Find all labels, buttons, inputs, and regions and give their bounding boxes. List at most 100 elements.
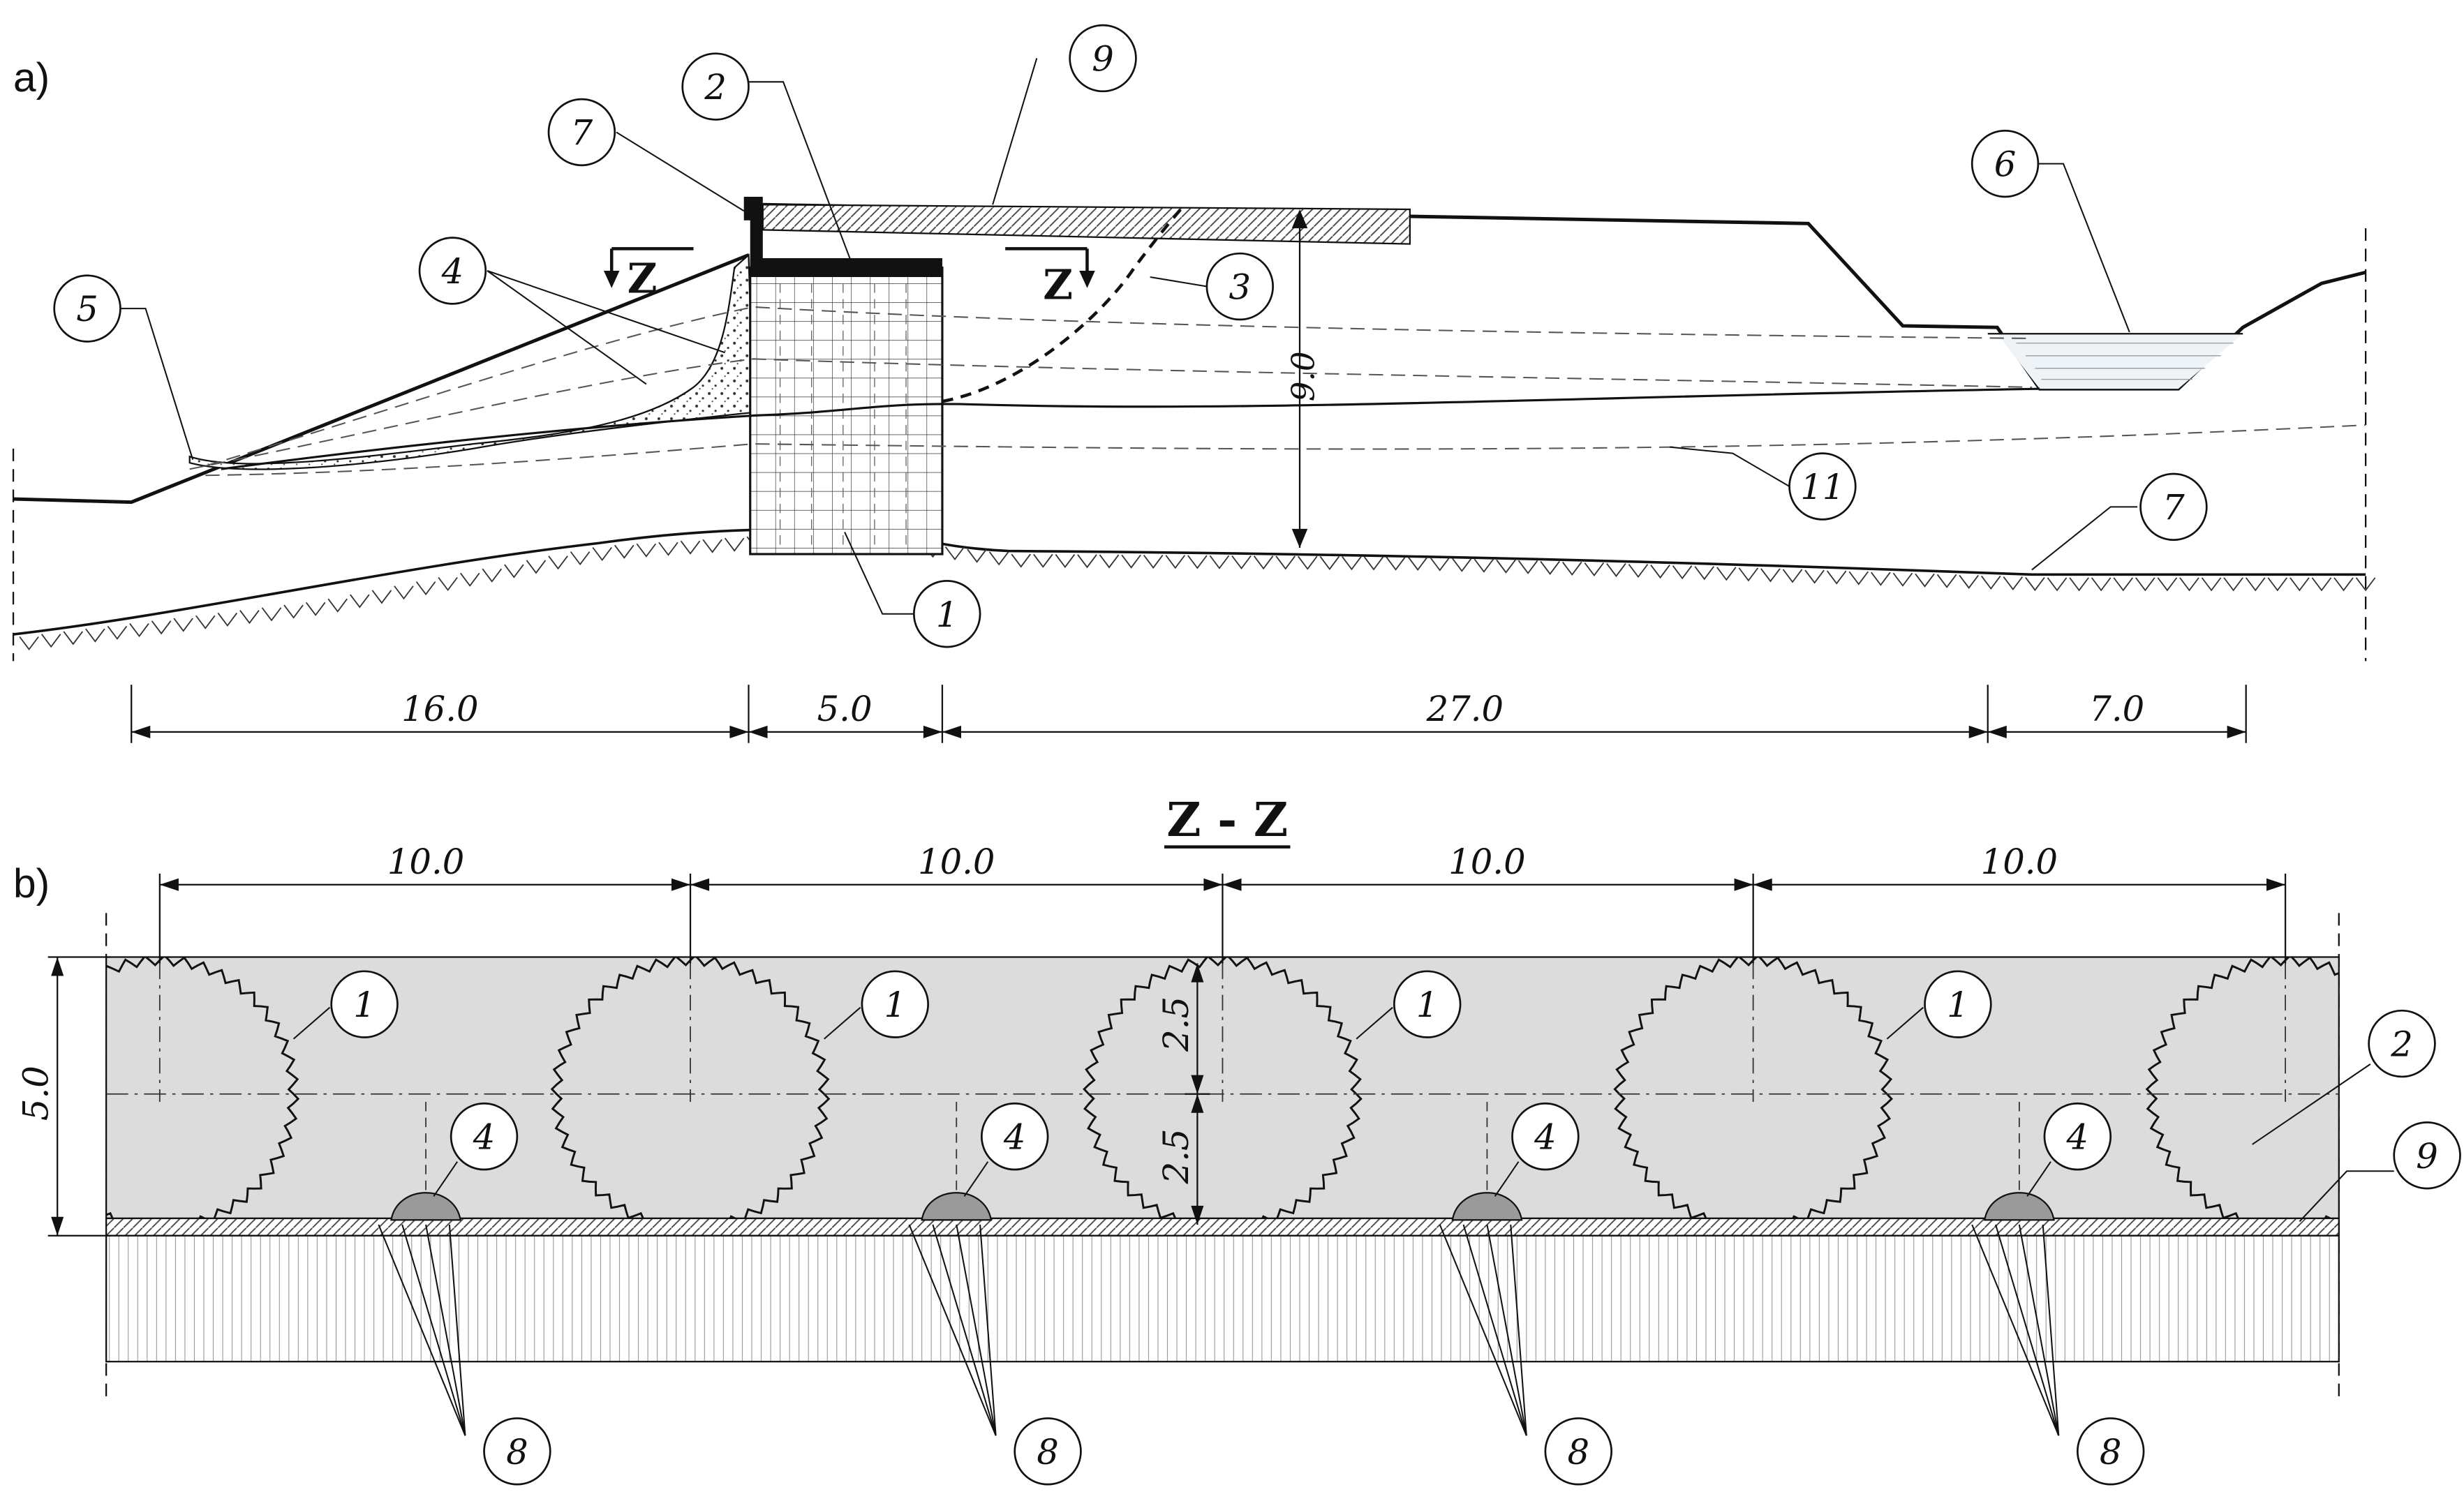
svg-text:5: 5 <box>76 289 98 329</box>
bar-leader <box>979 1224 997 1436</box>
bedrock-hatching <box>19 532 2376 651</box>
callout-8: 8 <box>1014 1417 1082 1486</box>
callout-1: 1 <box>1393 970 1462 1038</box>
lens-leader <box>2026 1161 2051 1197</box>
callout-5: 5 <box>53 274 121 343</box>
bar-leader <box>1995 1224 2060 1436</box>
bar-leader <box>2042 1224 2060 1436</box>
callout-8-text: 8 <box>2100 1432 2122 1472</box>
bar-leader <box>1971 1224 2060 1436</box>
lens-leader <box>963 1161 989 1197</box>
callout-8-text: 8 <box>506 1432 528 1472</box>
svg-text:6: 6 <box>1994 144 2017 185</box>
section-marker-right: Z <box>1005 247 1095 309</box>
lens-leader <box>433 1161 459 1197</box>
water-body <box>1997 334 2243 389</box>
callout-1: 1 <box>912 580 981 648</box>
callout-cap: 2 <box>2252 1009 2436 1145</box>
guard-beam <box>743 196 773 271</box>
callout-1-text: 1 <box>1416 985 1439 1025</box>
callout-4-text: 4 <box>1003 1117 1026 1158</box>
panel-a-label: a) <box>13 55 50 100</box>
groundwater-lines <box>189 306 2366 477</box>
height-dim-arrow-top <box>1291 209 1308 229</box>
bar-leader <box>1462 1224 1527 1436</box>
callout-9: 7 <box>547 98 616 167</box>
callouts-a: 7 2 9 3 4 5 6 11 7 1 <box>53 24 2208 648</box>
dim-27: 27.0 <box>1426 689 1504 729</box>
bar-leader <box>932 1224 997 1436</box>
dim-7: 7.0 <box>2089 689 2144 729</box>
drainage-gravel <box>188 253 755 470</box>
pile-circle <box>550 957 831 1218</box>
bar-leader <box>378 1224 466 1436</box>
section-marker-left-label: Z <box>628 255 658 303</box>
slope-surface <box>13 253 750 505</box>
section-marker-right-label: Z <box>1043 261 1073 309</box>
leader-lines <box>120 58 2138 615</box>
panel-a: a) <box>12 24 2376 743</box>
pile-wall <box>749 266 944 555</box>
section-marker-left: Z <box>603 247 694 303</box>
svg-text:11: 11 <box>1800 467 1844 507</box>
piles-group: 8 4 1 8 4 1 8 4 1 8 4 1 <box>106 957 2339 1486</box>
section-title: Z - Z <box>1166 791 1288 847</box>
callout-6: 6 <box>1971 129 2040 198</box>
callout-1: 1 <box>1924 970 1992 1038</box>
bar-leader <box>1510 1224 1527 1436</box>
svg-text:4: 4 <box>441 251 464 292</box>
filter-lens <box>390 1192 462 1221</box>
callout-4-text: 4 <box>2066 1117 2089 1158</box>
svg-text:7: 7 <box>2162 487 2185 528</box>
dim-5: 5.0 <box>817 689 873 729</box>
svg-text:2: 2 <box>704 67 727 107</box>
bar-leader <box>908 1224 997 1436</box>
callout-4-text: 4 <box>1534 1117 1557 1158</box>
callout-4: 4 <box>1511 1102 1580 1171</box>
callout-2: 2 <box>681 52 750 121</box>
filter-lens <box>921 1192 993 1221</box>
bar-leader <box>956 1224 997 1436</box>
lens-leader <box>1494 1161 1520 1197</box>
filter-lens <box>1451 1192 1523 1221</box>
callout-8-text: 8 <box>1037 1432 1059 1472</box>
dimension-row-a: 16.0 5.0 27.0 7.0 <box>131 685 2247 743</box>
bar-leader <box>425 1224 466 1436</box>
beam-strip <box>105 1217 2340 1237</box>
bar-leader <box>1439 1224 1527 1436</box>
water-lines <box>2016 343 2234 380</box>
svg-text:9: 9 <box>2416 1136 2438 1177</box>
callout-8: 8 <box>2076 1417 2145 1486</box>
svg-text:9: 9 <box>1092 39 1114 80</box>
callout-1: 1 <box>861 970 929 1038</box>
callout-8: 8 <box>483 1417 551 1486</box>
dimension-row-b: 10.0 10.0 10.0 10.0 <box>158 842 2287 964</box>
svg-text:2: 2 <box>2390 1024 2413 1065</box>
dim-b-2: 10.0 <box>918 842 995 882</box>
pile-circle <box>106 957 300 1218</box>
dim-16: 16.0 <box>401 689 478 729</box>
callout-4: 4 <box>450 1102 519 1171</box>
bar-leader <box>1486 1224 1527 1436</box>
half-dim-lower-label: 2.5 <box>1156 1128 1196 1184</box>
callout-1: 1 <box>330 970 399 1038</box>
callout-4: 4 <box>2043 1102 2112 1171</box>
height-dim-label: 9.0 <box>1284 351 1321 401</box>
bar-leader <box>448 1224 466 1436</box>
slip-surface <box>942 203 1187 403</box>
callout-8: 8 <box>1544 1417 1612 1486</box>
callout-3: 3 <box>1205 252 1275 321</box>
callout-4: 4 <box>418 237 487 305</box>
callout-11: 11 <box>1788 452 1857 521</box>
dim-b-3: 10.0 <box>1448 842 1525 882</box>
pile-leader <box>824 1006 861 1040</box>
height-dim-arrow-bottom <box>1291 528 1308 548</box>
bar-leader <box>401 1224 466 1436</box>
bar-leader <box>2018 1224 2060 1436</box>
filter-lens <box>1983 1192 2055 1221</box>
callout-1-text: 1 <box>353 985 376 1025</box>
pile-axis-lines <box>779 283 907 551</box>
dim-b-1: 10.0 <box>387 842 464 882</box>
bedrock-line <box>13 528 2366 636</box>
